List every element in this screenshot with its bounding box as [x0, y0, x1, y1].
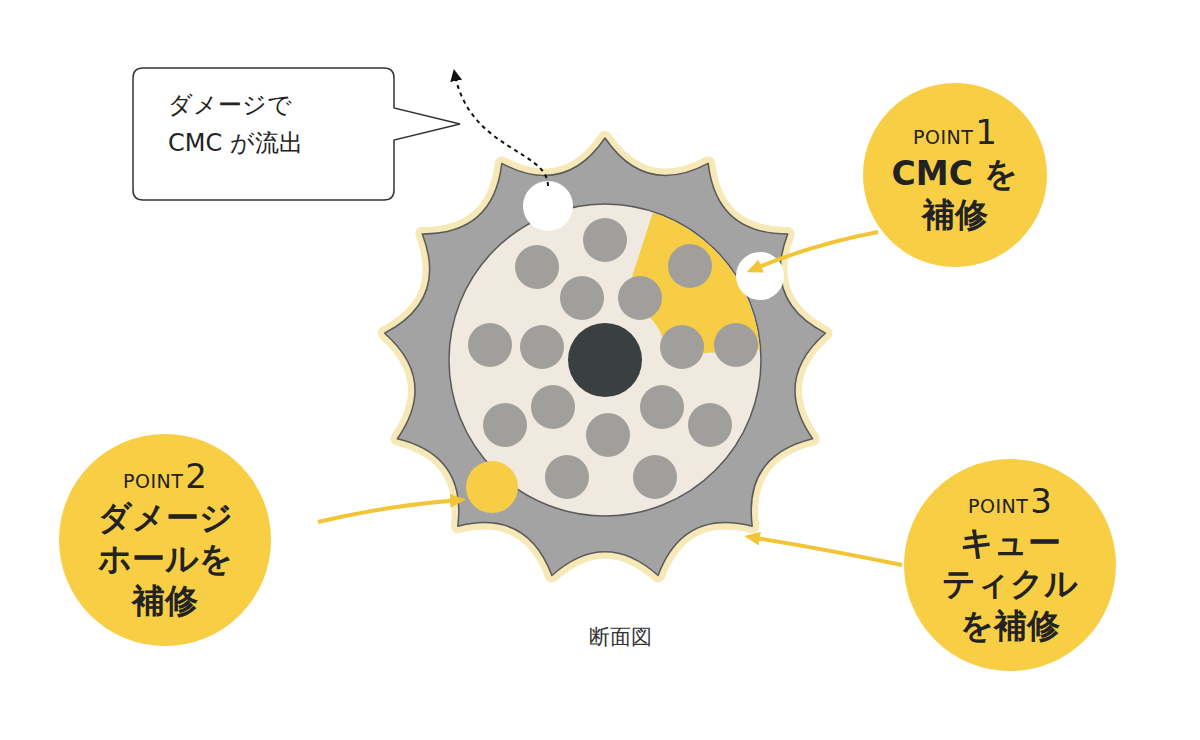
- leader-arrow: [752, 232, 878, 270]
- leader-arrow: [318, 500, 460, 522]
- callout-bubble: ダメージで CMC が流出: [168, 86, 358, 186]
- point-text: キュー ティクル を補修: [930, 522, 1090, 646]
- repaired-hole: [466, 461, 518, 513]
- cortex-fiber: [586, 413, 630, 457]
- point-label: POINT2: [123, 459, 207, 493]
- point-label: POINT1: [913, 115, 997, 149]
- cortex-fiber: [668, 244, 712, 288]
- point-text: CMC を 補修: [875, 153, 1035, 236]
- cortex-fiber: [583, 218, 627, 262]
- cuticle: [385, 138, 826, 576]
- hair-cross-section: [385, 138, 826, 576]
- cortex-fiber: [618, 276, 662, 320]
- cortex-fiber: [531, 385, 575, 429]
- callout-number: 1: [975, 115, 997, 149]
- cortex-fiber: [633, 455, 677, 499]
- cortex-fiber: [640, 385, 684, 429]
- speech-bubble: [133, 68, 460, 200]
- cortex-fiber: [714, 323, 758, 367]
- callout-text: ダメージで CMC が流出: [168, 86, 318, 163]
- cortex-fiber: [515, 245, 559, 289]
- callout-number: 3: [1030, 484, 1052, 518]
- cortex-fiber: [545, 455, 589, 499]
- point-circle: POINT3 キュー ティクル を補修: [904, 459, 1116, 671]
- damage-hole: [524, 182, 572, 230]
- cortex-fiber: [688, 403, 732, 447]
- point-text: ダメージ ホールを 補修: [83, 497, 248, 621]
- cortex-fiber: [468, 323, 512, 367]
- cortex-fiber: [660, 325, 704, 369]
- cuticle-outline: [385, 138, 826, 576]
- cortex-fiber: [520, 325, 564, 369]
- leader-arrow: [750, 537, 902, 565]
- point-word: POINT: [123, 470, 183, 492]
- point-word: POINT: [968, 495, 1028, 517]
- point-circle: POINT1CMC を 補修: [863, 83, 1047, 267]
- point-label: POINT3: [968, 484, 1052, 518]
- cortex-fiber: [483, 403, 527, 447]
- medulla: [568, 323, 642, 397]
- outflow-arrow: [455, 75, 548, 186]
- cortex: [449, 204, 761, 516]
- point-word: POINT: [913, 126, 973, 148]
- point-circle: POINT2 ダメージ ホールを 補修: [59, 434, 271, 646]
- figure-caption: 断面図: [589, 623, 652, 651]
- cortex-fiber: [560, 276, 604, 320]
- callout-number: 2: [185, 459, 207, 493]
